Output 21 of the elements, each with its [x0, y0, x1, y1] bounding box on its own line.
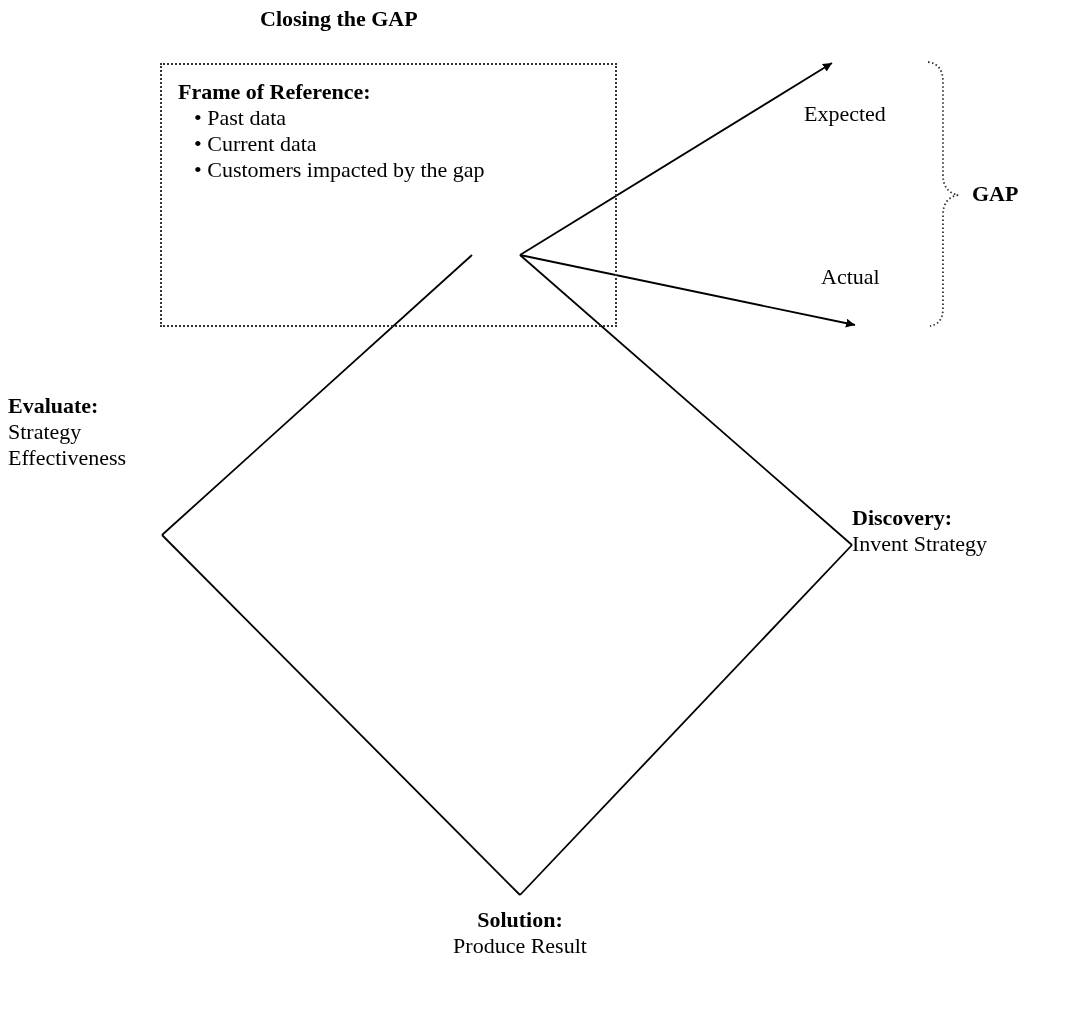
arrow [519, 254, 856, 328]
node-text: Expected [804, 101, 886, 127]
stage-description: Produce Result [452, 933, 588, 959]
stage-heading: Solution: [476, 907, 564, 933]
bullet-item: • Customers impacted by the gap [194, 157, 486, 183]
connector-line [519, 544, 853, 896]
box-heading: Frame of Reference: [178, 79, 372, 105]
connector-line [519, 254, 853, 546]
arrow [519, 62, 833, 256]
stage-description: Strategy Effectiveness [8, 419, 128, 471]
node-text: Actual [821, 264, 880, 290]
stage-description: Invent Strategy [852, 531, 989, 557]
connector-line [161, 254, 473, 536]
connector-line [161, 534, 521, 896]
bullet-item: • Past data [194, 105, 288, 131]
bullet-item: • Current data [194, 131, 318, 157]
stage-heading: Discovery: [852, 505, 954, 531]
stage-heading: Evaluate: [8, 393, 100, 419]
diagram-title: Closing the GAP [260, 6, 418, 32]
reference-box [160, 63, 617, 327]
brace-label: GAP [972, 181, 1019, 207]
